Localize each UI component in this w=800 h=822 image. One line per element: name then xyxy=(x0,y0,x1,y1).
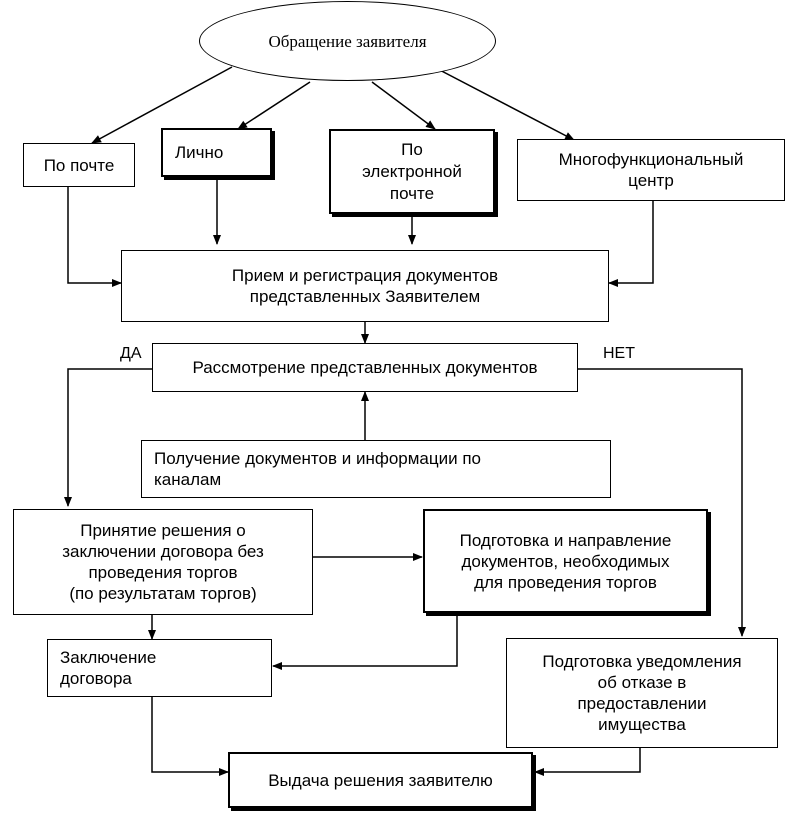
by-email-label-line-3: почте xyxy=(389,183,435,203)
contract-label-line-2: договора xyxy=(60,669,132,688)
by-email-label-line-1: По xyxy=(401,139,423,159)
arrow-mail-to-reception xyxy=(67,187,122,287)
arrow-prep-to-contract xyxy=(272,613,458,670)
in-person-node: Лично xyxy=(161,128,272,177)
yes-label: ДА xyxy=(120,345,142,362)
arrow-to-by-email xyxy=(371,81,436,130)
channels-label-line-1: Получение документов и информации по xyxy=(154,449,481,468)
refusal-label-line-2: об отказе в xyxy=(597,673,687,692)
arrow-to-mfc xyxy=(431,65,575,141)
refusal-node: Подготовка уведомления об отказе в предо… xyxy=(506,638,778,748)
decision-label-line-2: заключении договора без xyxy=(62,542,264,561)
decision-label-line-3: проведения торгов xyxy=(88,563,238,582)
issue-label: Выдача решения заявителю xyxy=(268,770,493,790)
contract-node: Заключение договора xyxy=(47,639,272,697)
by-email-label-line-2: электронной xyxy=(362,161,462,181)
reception-label-line-1: Прием и регистрация документов xyxy=(231,266,499,285)
review-label: Рассмотрение представленных документов xyxy=(192,358,538,377)
refusal-label-line-1: Подготовка уведомления xyxy=(542,652,742,671)
mfc-label-line-1: Многофункциональный xyxy=(558,150,744,169)
contract-label-line-1: Заключение xyxy=(60,648,157,667)
arrow-refusal-to-issue xyxy=(534,748,641,776)
prep-tender-label-line-3: для проведения торгов xyxy=(474,572,657,592)
arrow-to-in-person xyxy=(237,81,311,130)
no-label: НЕТ xyxy=(603,345,635,362)
prep-tender-label-line-2: документов, необходимых xyxy=(461,551,670,571)
by-email-node: По электронной почте xyxy=(329,129,495,214)
mfc-node: Многофункциональный центр xyxy=(517,139,785,201)
by-mail-label: По почте xyxy=(43,155,115,175)
arrow-no-to-refusal xyxy=(578,368,746,637)
reception-label-line-2: представленных Заявителем xyxy=(249,287,481,306)
arrow-yes-to-decision xyxy=(64,368,152,507)
issue-node: Выдача решения заявителю xyxy=(228,752,533,808)
in-person-label-line-1: Лично xyxy=(175,143,224,162)
decision-label-line-1: Принятие решения о xyxy=(80,521,246,540)
arrow-contract-to-issue xyxy=(151,697,229,776)
mfc-label-line-2: центр xyxy=(628,171,674,190)
refusal-label-line-3: предоставлении xyxy=(577,694,707,713)
channels-label-line-2: каналам xyxy=(154,470,222,489)
decision-node: Принятие решения о заключении договора б… xyxy=(13,509,313,615)
arrow-to-by-mail xyxy=(91,66,233,144)
decision-label-line-4: (по результатам торгов) xyxy=(69,584,257,603)
start-node-label: Обращение заявителя xyxy=(268,31,427,51)
review-node: Рассмотрение представленных документов xyxy=(152,343,578,392)
start-node: Обращение заявителя xyxy=(199,1,496,81)
arrow-mfc-to-reception xyxy=(608,200,654,287)
refusal-label-line-4: имущества xyxy=(598,715,686,734)
channels-node: Получение документов и информации по кан… xyxy=(141,440,611,498)
prep-tender-label-line-1: Подготовка и направление xyxy=(459,530,672,550)
reception-node: Прием и регистрация документов представл… xyxy=(121,250,609,322)
by-mail-node: По почте xyxy=(23,143,135,187)
prep-tender-node: Подготовка и направление документов, нео… xyxy=(423,509,708,613)
